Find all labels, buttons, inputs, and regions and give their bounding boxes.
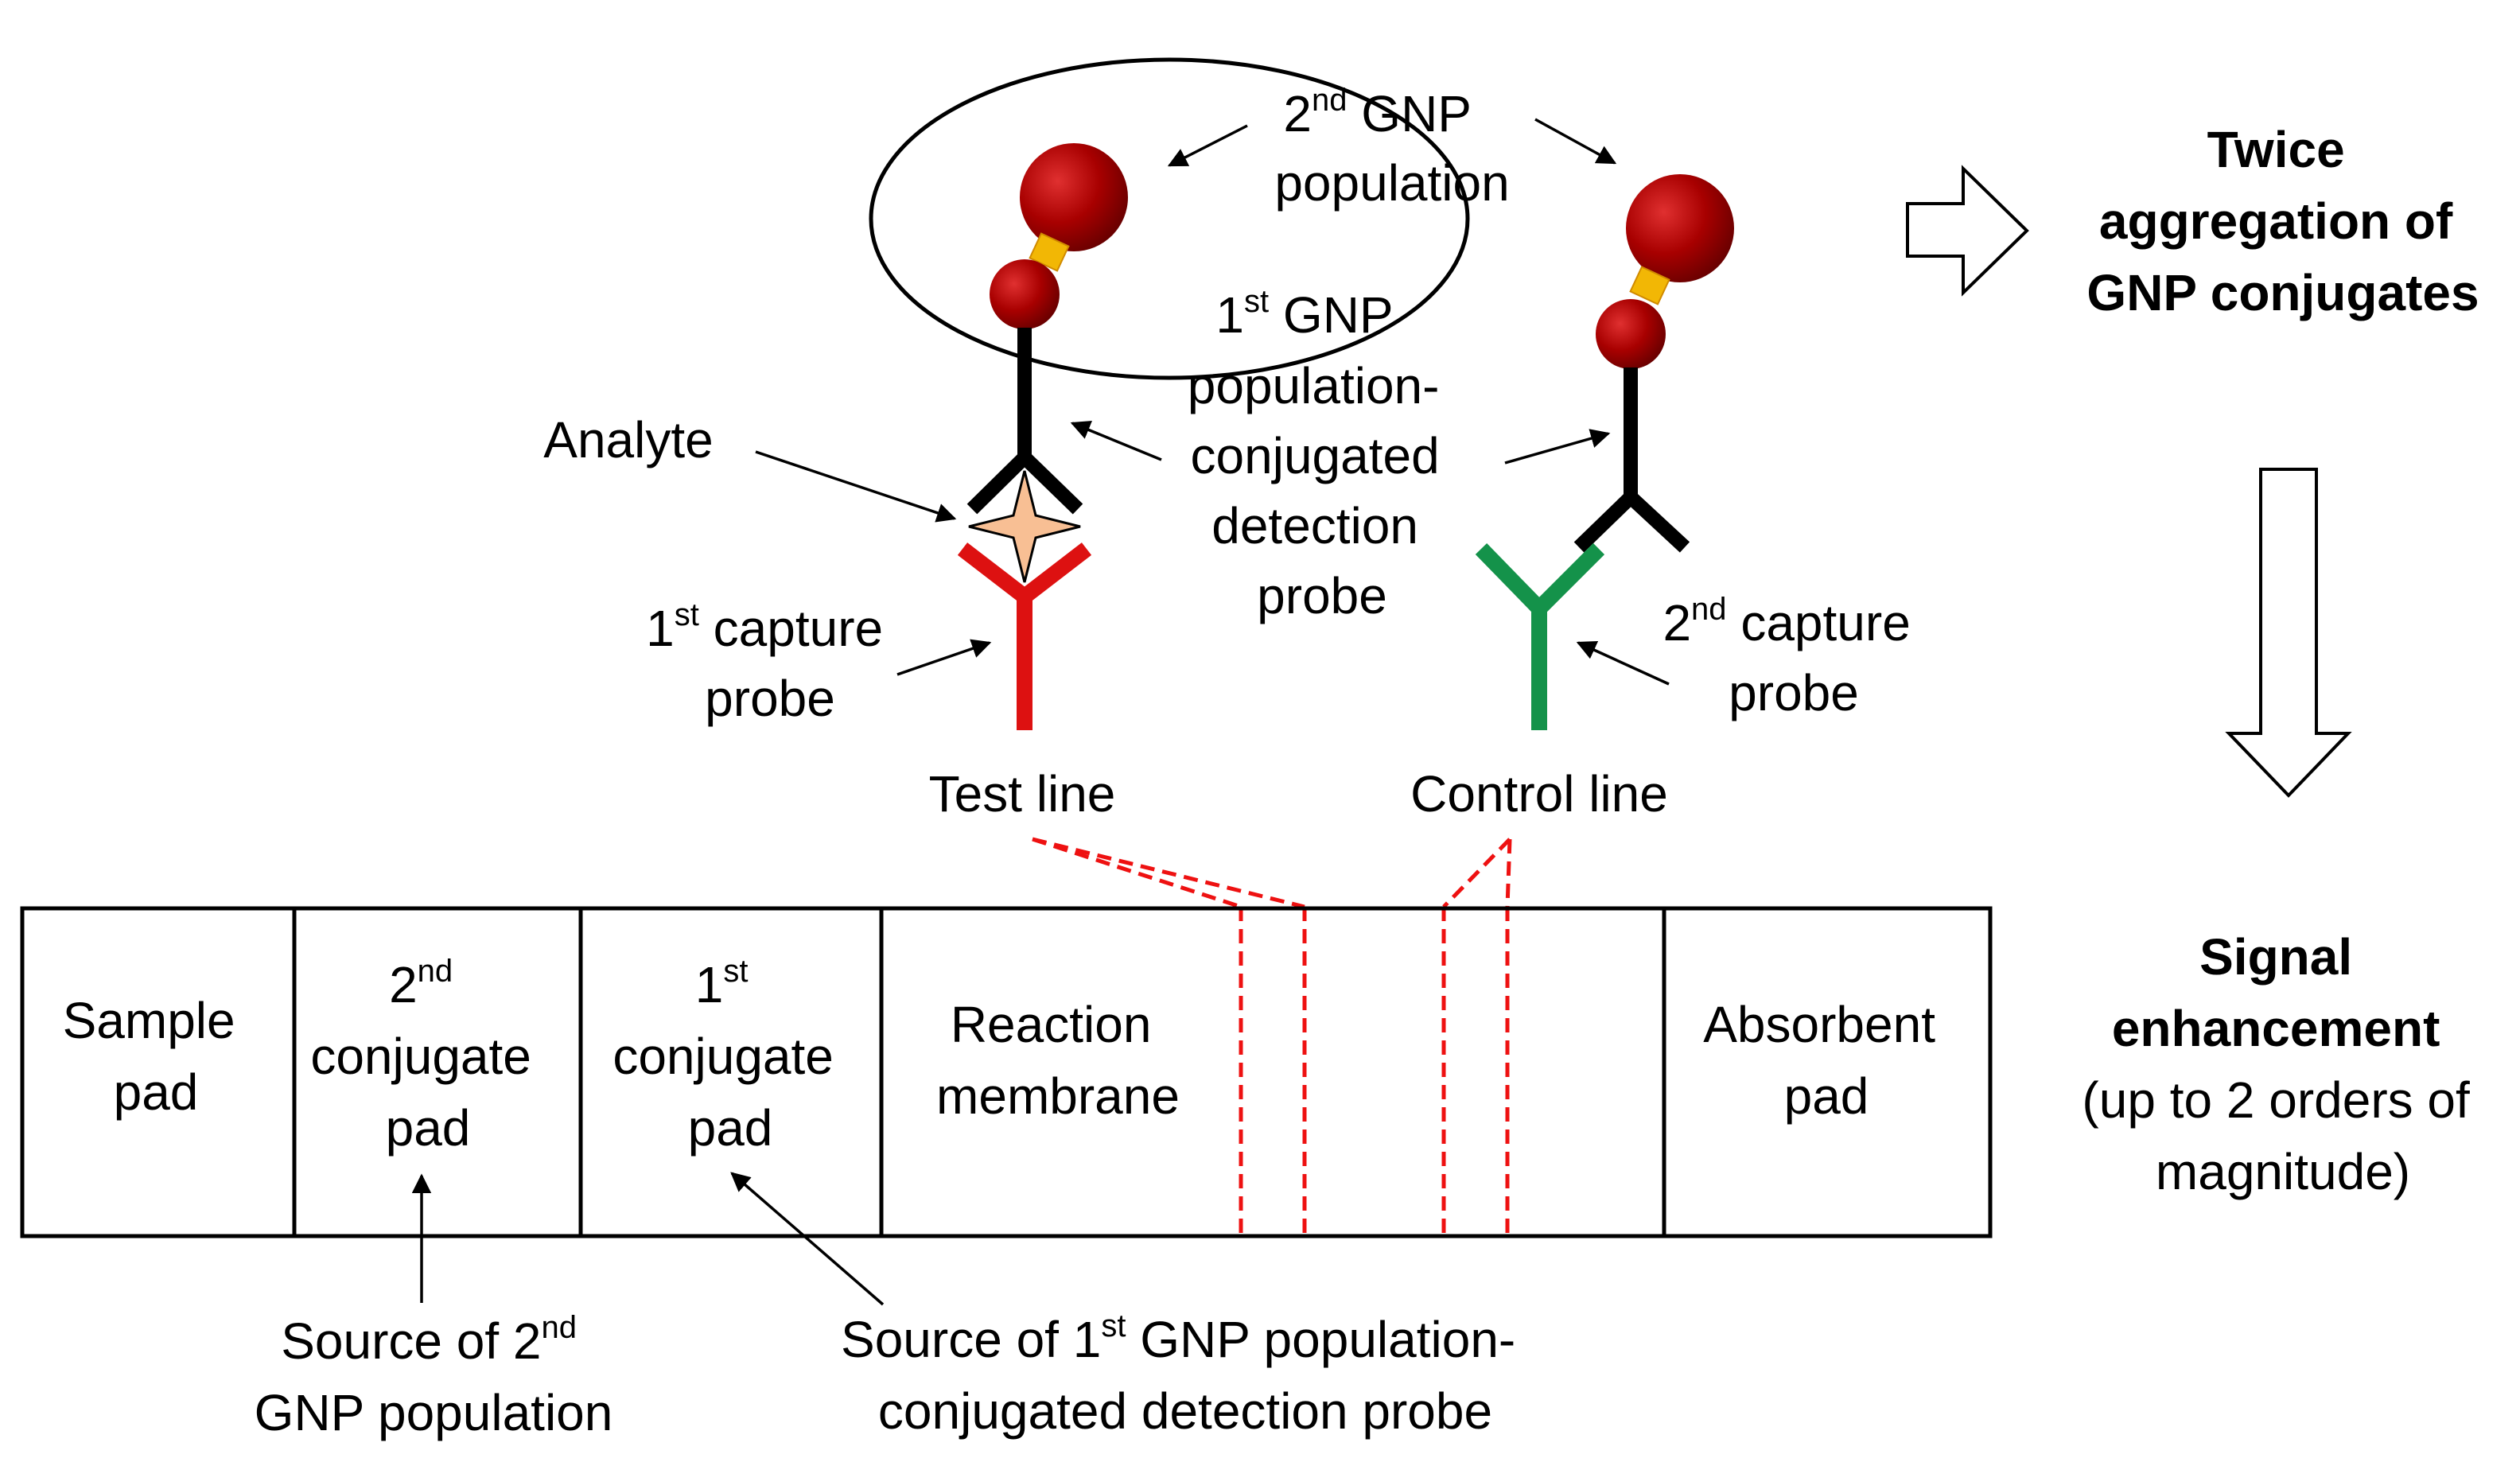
first-capture-probe xyxy=(957,542,1092,730)
detection-antibody-right xyxy=(1573,367,1690,553)
label-control-line: Control line xyxy=(1410,765,1668,822)
label-detection-probe: population- conjugated detection probe xyxy=(1188,357,1454,624)
label-test-line: Test line xyxy=(929,765,1116,822)
test-strip xyxy=(20,906,1993,1238)
label-source-first-gnp: Source of 1st GNP population- conjugated… xyxy=(841,1308,1530,1440)
second-capture-probe xyxy=(1475,542,1605,730)
arrow-analyte xyxy=(755,450,957,523)
block-arrow-down xyxy=(2225,468,2352,798)
arrow-detection-right xyxy=(1504,429,1611,465)
arrow-capture2 xyxy=(1576,641,1670,686)
label-second-conjugate-pad: 2nd conjugate pad xyxy=(310,935,545,1157)
block-arrow-right xyxy=(1906,165,2029,297)
label-signal-enhancement: Signal enhancement (up to 2 orders of ma… xyxy=(2082,928,2483,1200)
label-first-gnp: 1st GNP xyxy=(1215,284,1393,344)
right-detection-probe xyxy=(1573,174,1734,553)
arrow-capture1 xyxy=(896,639,992,676)
arrow-source1 xyxy=(730,1172,885,1306)
linker-right xyxy=(1629,266,1670,305)
label-absorbent-pad: Absorbent pad xyxy=(1703,996,1950,1125)
label-analyte: Analyte xyxy=(543,411,713,469)
dashed-line-connectors xyxy=(1032,837,1512,1237)
arrow-gnp2-right xyxy=(1534,118,1617,165)
label-twice-aggregation: Twice aggregation of GNP conjugates xyxy=(2086,121,2479,321)
label-first-capture-probe: 1st capture probe xyxy=(646,597,897,727)
label-source-second-gnp: Source of 2nd GNP population xyxy=(255,1292,613,1441)
label-reaction-membrane: Reaction membrane xyxy=(936,996,1180,1125)
label-first-conjugate-pad: 1st conjugate pad xyxy=(612,935,847,1157)
linker-left xyxy=(1029,232,1070,272)
gnp-small-left xyxy=(990,259,1060,329)
gnp-small-right xyxy=(1596,299,1666,369)
left-detection-probe xyxy=(966,143,1128,515)
gnp-large-left xyxy=(1020,143,1128,251)
label-second-capture-probe: 2nd capture probe xyxy=(1662,592,1924,721)
gnp-large-right xyxy=(1626,174,1734,282)
detection-antibody-left xyxy=(966,328,1083,515)
gnp-aggregation-ellipse xyxy=(869,57,1470,380)
arrow-gnp2-left xyxy=(1167,124,1248,167)
label-sample-pad: Sample pad xyxy=(63,992,250,1121)
label-second-gnp-population: 2nd GNP population xyxy=(1274,83,1509,212)
arrow-detection-left xyxy=(1070,421,1162,461)
analyte-star xyxy=(968,470,1081,583)
